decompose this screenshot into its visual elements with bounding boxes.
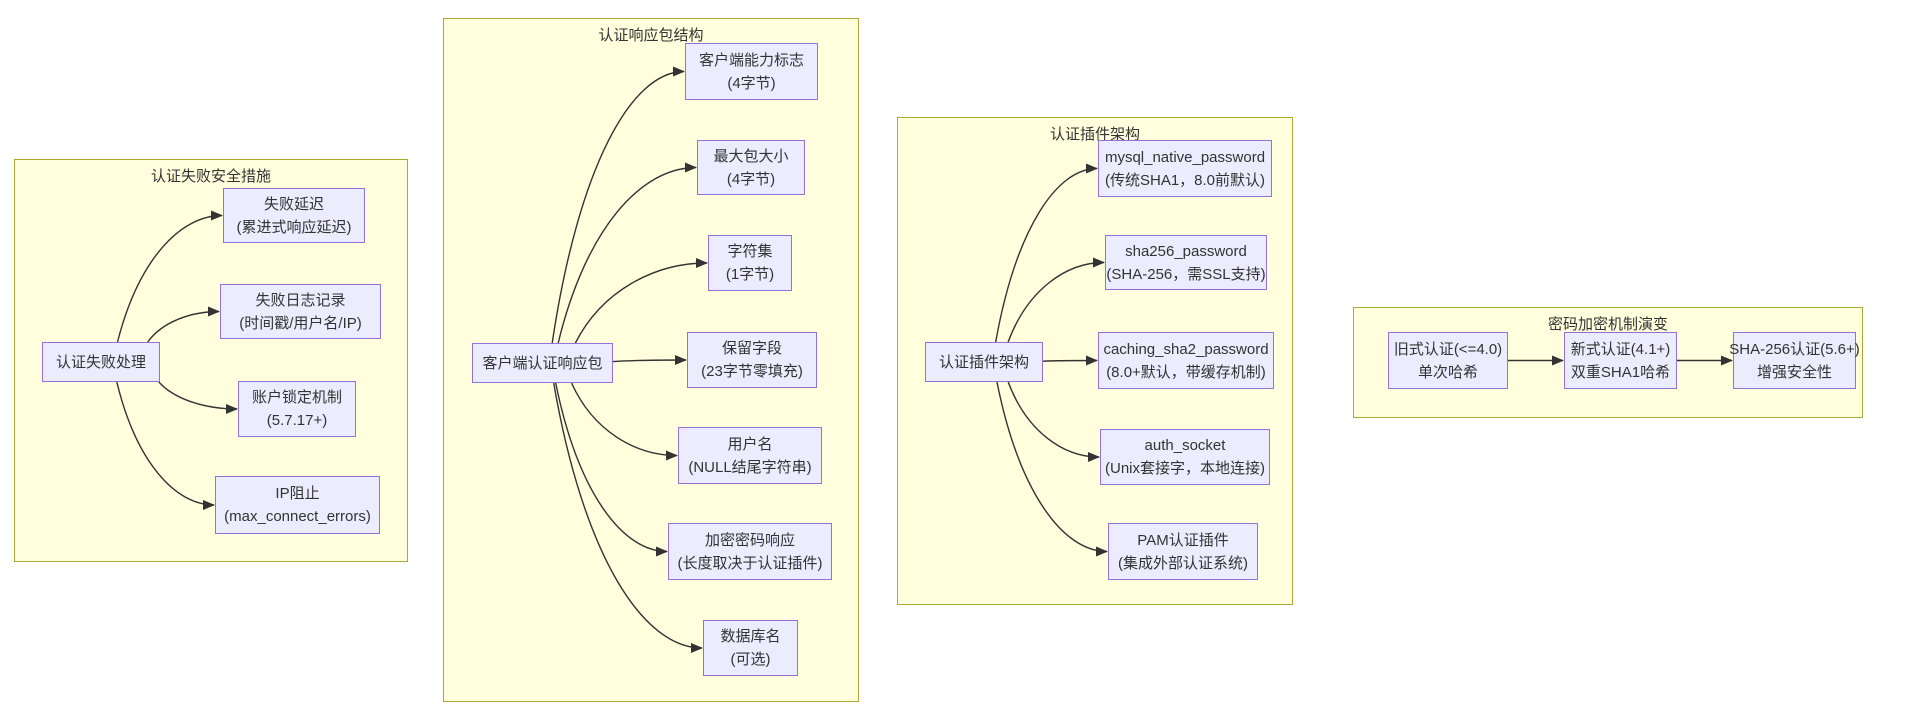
- cluster-title: 密码加密机制演变: [1547, 316, 1668, 333]
- node-sublabel: (4字节): [727, 74, 776, 92]
- node-sublabel: (23字节零填充): [701, 363, 803, 380]
- node-sublabel: (NULL结尾字符串): [688, 458, 812, 476]
- node-label: 最大包大小: [713, 147, 789, 165]
- node-sublabel: (长度取决于认证插件): [677, 554, 823, 572]
- node-sublabel: 单次哈希: [1417, 363, 1478, 381]
- cluster-title: 认证失败安全措施: [150, 168, 271, 185]
- node-label: 字符集: [727, 243, 773, 260]
- node-failure-logging: 失败日志记录 (时间戳/用户名/IP): [220, 284, 381, 339]
- node-auth-failure-handling: 认证失败处理: [42, 342, 160, 382]
- node-label: 保留字段: [721, 340, 782, 357]
- node-sublabel: (时间戳/用户名/IP): [239, 314, 362, 332]
- node-database-name: 数据库名 (可选): [703, 620, 798, 676]
- node-label: 失败日志记录: [255, 291, 346, 309]
- node-sublabel: (可选): [730, 651, 771, 668]
- node-sublabel: (传统SHA1，8.0前默认): [1104, 171, 1266, 189]
- node-sublabel: (集成外部认证系统): [1118, 554, 1248, 572]
- node-label: 失败延迟: [263, 195, 324, 213]
- node-auth-plugin-architecture: 认证插件架构: [925, 342, 1043, 382]
- node-account-lock: 账户锁定机制 (5.7.17+): [238, 381, 356, 437]
- node-failure-delay: 失败延迟 (累进式响应延迟): [223, 188, 365, 243]
- node-sha256-auth: SHA-256认证(5.6+) 增强安全性: [1729, 332, 1860, 389]
- node-new-auth: 新式认证(4.1+) 双重SHA1哈希: [1564, 332, 1677, 389]
- node-caching-sha2-password: caching_sha2_password (8.0+默认，带缓存机制): [1098, 332, 1274, 389]
- node-label: 账户锁定机制: [251, 389, 342, 406]
- node-max-packet-size: 最大包大小 (4字节): [697, 140, 805, 195]
- node-auth-socket: auth_socket (Unix套接字，本地连接): [1100, 429, 1270, 485]
- node-label: 加密密码响应: [704, 531, 795, 549]
- node-label: mysql_native_password: [1104, 148, 1266, 166]
- cluster-title: 认证响应包结构: [598, 27, 704, 44]
- node-sublabel: (累进式响应延迟): [236, 218, 352, 236]
- node-sublabel: (4字节): [726, 170, 776, 188]
- cluster-title: 认证插件架构: [1049, 126, 1140, 143]
- node-sublabel: (1字节): [725, 266, 775, 283]
- node-label: 新式认证(4.1+): [1570, 340, 1671, 358]
- node-label: PAM认证插件: [1137, 531, 1229, 549]
- node-sublabel: (5.7.17+): [266, 412, 328, 429]
- node-username: 用户名 (NULL结尾字符串): [678, 427, 822, 484]
- node-label: 认证插件架构: [938, 353, 1029, 371]
- node-sublabel: (SHA-256，需SSL支持): [1106, 265, 1266, 283]
- node-sublabel: (max_connect_errors): [224, 508, 371, 525]
- node-reserved-field: 保留字段 (23字节零填充): [687, 332, 817, 388]
- node-label: IP阻止: [275, 485, 320, 502]
- node-mysql-native-password: mysql_native_password (传统SHA1，8.0前默认): [1098, 140, 1272, 197]
- node-label: 数据库名: [720, 628, 781, 645]
- node-old-auth: 旧式认证(<=4.0) 单次哈希: [1388, 332, 1508, 389]
- node-sha256-password: sha256_password (SHA-256，需SSL支持): [1105, 235, 1267, 290]
- node-label: sha256_password: [1125, 242, 1247, 260]
- node-sublabel: (8.0+默认，带缓存机制): [1106, 363, 1266, 381]
- node-label: 旧式认证(<=4.0): [1393, 340, 1503, 358]
- node-client-auth-response-packet: 客户端认证响应包: [472, 343, 613, 383]
- node-label: caching_sha2_password: [1103, 340, 1269, 358]
- node-charset: 字符集 (1字节): [708, 235, 792, 291]
- node-label: 客户端认证响应包: [482, 354, 603, 372]
- node-client-capability-flags: 客户端能力标志 (4字节): [685, 43, 818, 100]
- node-sublabel: 双重SHA1哈希: [1570, 363, 1671, 381]
- node-sublabel: (Unix套接字，本地连接): [1105, 460, 1265, 477]
- node-label: auth_socket: [1144, 437, 1226, 454]
- node-sublabel: 增强安全性: [1756, 363, 1832, 381]
- node-ip-block: IP阻止 (max_connect_errors): [215, 476, 380, 534]
- node-pam-auth-plugin: PAM认证插件 (集成外部认证系统): [1108, 523, 1258, 580]
- node-label: 用户名: [727, 435, 773, 453]
- node-label: 客户端能力标志: [698, 51, 804, 69]
- node-encrypted-password-response: 加密密码响应 (长度取决于认证插件): [668, 523, 832, 580]
- node-label: 认证失败处理: [55, 353, 146, 371]
- node-label: SHA-256认证(5.6+): [1729, 340, 1860, 358]
